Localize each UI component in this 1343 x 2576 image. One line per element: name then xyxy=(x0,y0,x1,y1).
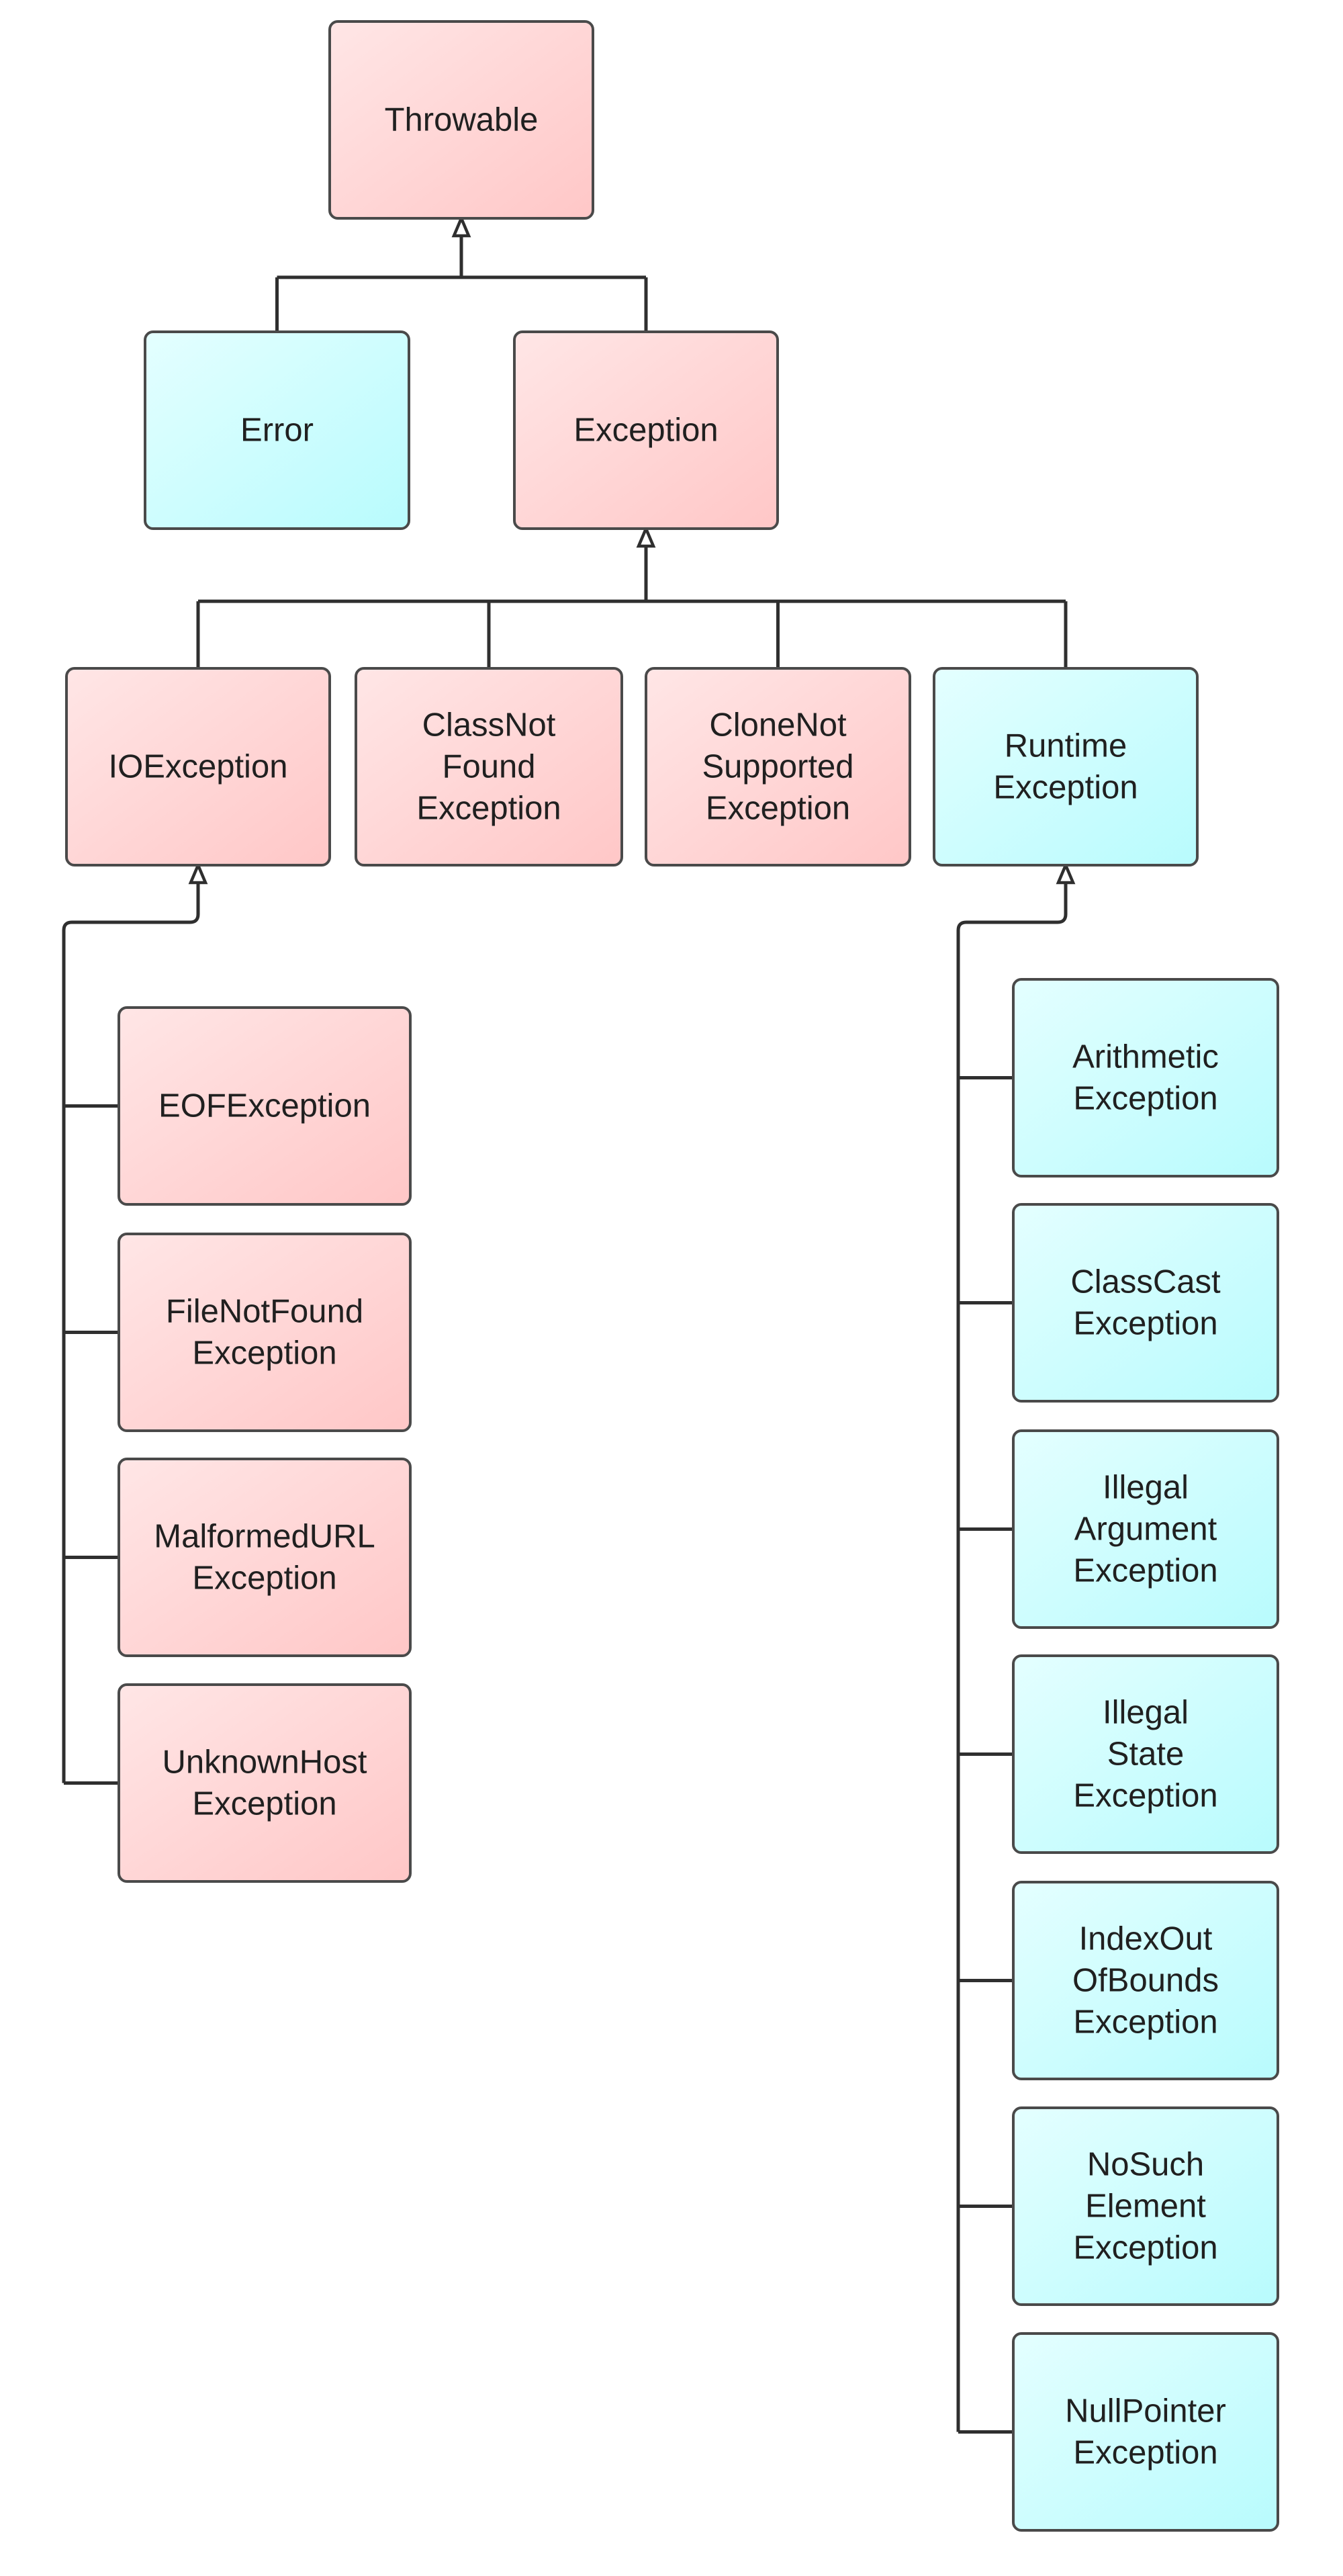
class-label-illegalstate: Exception xyxy=(1073,1778,1217,1814)
connector-group-runtime xyxy=(956,861,1076,2434)
class-box-nullpointer xyxy=(1012,2332,1279,2532)
class-label-eof: EOFException xyxy=(158,1088,371,1124)
class-label-indexoutofbounds: Exception xyxy=(1073,2004,1217,2041)
class-label-illegalstate: Illegal xyxy=(1103,1695,1189,1731)
class-label-runtime: Exception xyxy=(993,770,1138,806)
class-box-clonenotsupported xyxy=(645,667,911,867)
class-label-ioexception: IOException xyxy=(109,749,288,785)
connector-group-throwable xyxy=(275,214,648,332)
class-label-throwable: Throwable xyxy=(385,102,539,138)
class-label-malformedurl: MalformedURL xyxy=(154,1519,375,1555)
class-label-classcast: Exception xyxy=(1073,1306,1217,1342)
class-label-classcast: ClassCast xyxy=(1070,1264,1221,1300)
inheritance-arrow-throwable xyxy=(451,214,471,238)
class-node-exception: Exception xyxy=(513,330,779,530)
inheritance-arrow-exception xyxy=(636,525,656,548)
class-box-throwable xyxy=(328,20,594,220)
class-label-classnotfound: ClassNot xyxy=(422,707,556,744)
class-box-ioexception xyxy=(65,667,331,867)
class-label-filenotfound: FileNotFound xyxy=(166,1294,363,1330)
connector-trunk-runtime xyxy=(956,883,1068,2432)
class-label-nosuchelement: NoSuch xyxy=(1087,2147,1204,2183)
connectors xyxy=(62,214,1076,2434)
inheritance-arrow-runtime xyxy=(1056,861,1076,885)
class-label-exception: Exception xyxy=(573,412,718,449)
class-box-unknownhost xyxy=(118,1683,412,1883)
class-label-filenotfound: Exception xyxy=(192,1335,336,1372)
class-node-throwable: Throwable xyxy=(328,20,594,220)
class-label-illegalargument: Illegal xyxy=(1103,1470,1189,1506)
class-label-classnotfound: Exception xyxy=(416,791,561,827)
class-node-eof: EOFException xyxy=(118,1006,412,1206)
class-box-eof xyxy=(118,1006,412,1206)
class-box-nosuchelement xyxy=(1012,2106,1279,2306)
class-label-clonenotsupported: Exception xyxy=(706,791,850,827)
class-label-indexoutofbounds: IndexOut xyxy=(1079,1921,1213,1957)
class-node-error: Error xyxy=(144,330,410,530)
class-label-illegalargument: Argument xyxy=(1074,1511,1217,1548)
class-node-malformedurl: MalformedURL Exception xyxy=(118,1458,412,1657)
class-label-nullpointer: Exception xyxy=(1073,2435,1217,2471)
class-box-illegalargument xyxy=(1012,1429,1279,1629)
class-box-classnotfound xyxy=(355,667,623,867)
class-label-nullpointer: NullPointer xyxy=(1065,2393,1226,2430)
class-label-illegalargument: Exception xyxy=(1073,1553,1217,1589)
class-node-ioexception: IOException xyxy=(65,667,331,867)
class-box-filenotfound xyxy=(118,1233,412,1432)
class-label-illegalstate: State xyxy=(1107,1736,1184,1773)
class-label-arithmetic: Arithmetic xyxy=(1072,1039,1219,1075)
class-box-illegalstate xyxy=(1012,1654,1279,1854)
class-label-clonenotsupported: Supported xyxy=(702,749,853,785)
class-box-malformedurl xyxy=(118,1458,412,1657)
connector-group-exception xyxy=(196,525,1068,668)
class-label-unknownhost: UnknownHost xyxy=(162,1744,367,1781)
class-label-nosuchelement: Element xyxy=(1085,2188,1206,2225)
class-label-classnotfound: Found xyxy=(443,749,536,785)
class-box-classcast xyxy=(1012,1203,1279,1403)
class-box-runtime xyxy=(933,667,1199,867)
class-label-indexoutofbounds: OfBounds xyxy=(1072,1963,1219,1999)
class-label-error: Error xyxy=(240,412,314,449)
class-box-arithmetic xyxy=(1012,978,1279,1178)
class-label-malformedurl: Exception xyxy=(192,1560,336,1597)
class-label-arithmetic: Exception xyxy=(1073,1081,1217,1117)
class-label-clonenotsupported: CloneNot xyxy=(709,707,847,744)
class-box-indexoutofbounds xyxy=(1012,1881,1279,2080)
connector-group-ioexception xyxy=(62,861,208,1785)
inheritance-arrow-ioexception xyxy=(188,861,208,885)
connector-trunk-ioexception xyxy=(62,883,200,1783)
class-label-runtime: Runtime xyxy=(1005,728,1127,764)
class-box-exception xyxy=(513,330,779,530)
class-box-error xyxy=(144,330,410,530)
class-label-nosuchelement: Exception xyxy=(1073,2230,1217,2266)
class-label-unknownhost: Exception xyxy=(192,1786,336,1822)
